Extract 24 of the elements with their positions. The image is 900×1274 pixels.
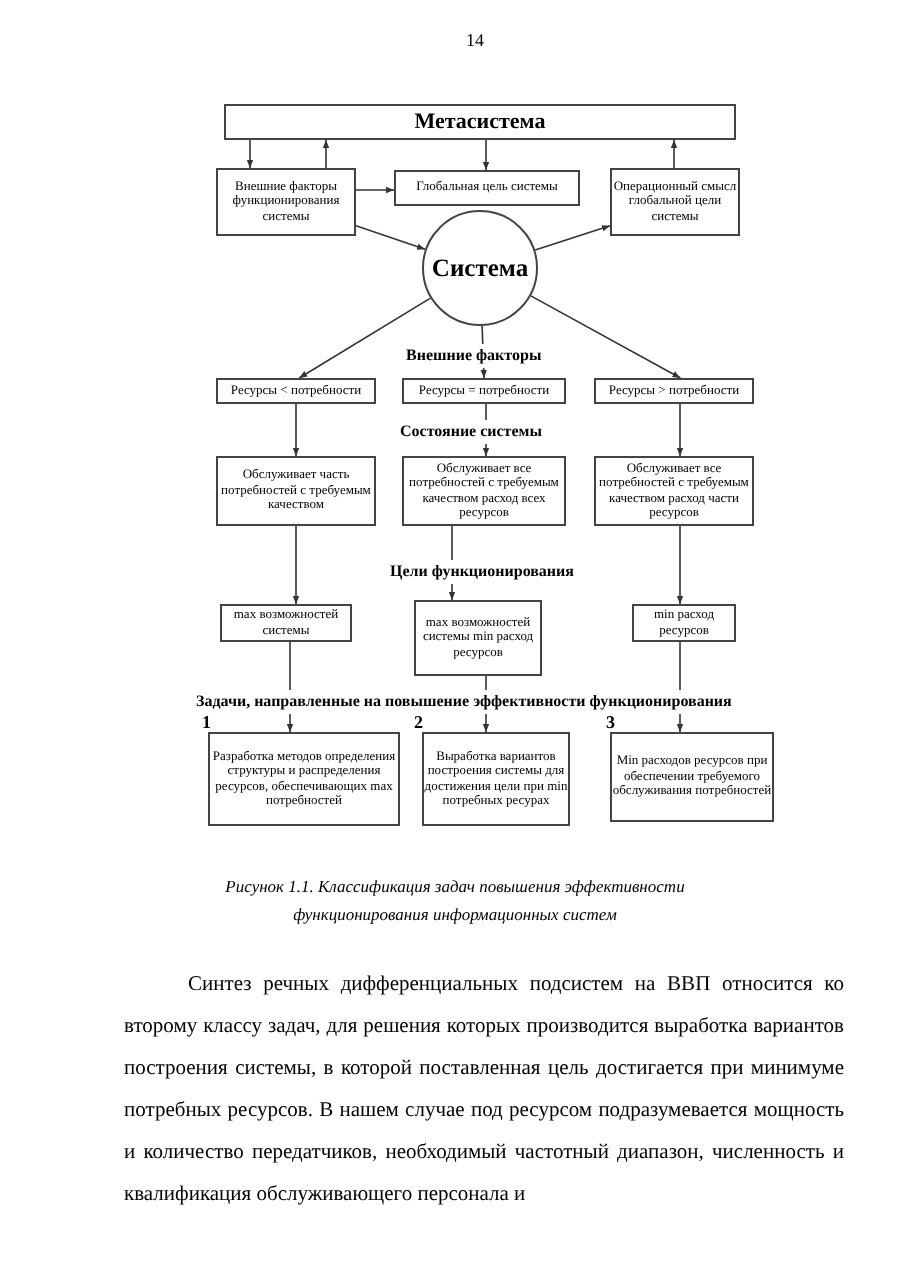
arrow <box>292 403 300 457</box>
arrow <box>246 139 254 169</box>
task-number: 3 <box>606 710 615 736</box>
task-number: 2 <box>414 710 423 736</box>
page-number: 14 <box>466 28 484 54</box>
arrow <box>355 225 426 251</box>
arrow <box>355 186 395 194</box>
section-heading: Цели функционирования <box>390 560 574 584</box>
section-heading: Состояние системы <box>400 420 542 444</box>
figure-caption: Рисунок 1.1. Классификация задач повышения эффективности функционирования информационных систем <box>223 874 687 928</box>
arrow <box>530 295 682 379</box>
text-box: Метасистема <box>224 104 736 140</box>
arrow <box>670 139 678 169</box>
arrow <box>676 403 684 457</box>
section-heading: Задачи, направленные на повышение эффективности функционирования <box>196 690 732 714</box>
body-paragraph: Синтез речных дифференциальных подсистем на ВВП относится ко второму классу задач, для решения которых производится выработка вариантов построения системы, в которой поставленная цель достигается при минимуме потребных ресурсов. В нашем случае под ресурсом подразумевается мощность и количество передатчиков, необходимый частотный диапазон, численность и квалификация обслуживающего персонала и <box>124 972 844 1210</box>
arrow <box>322 139 330 169</box>
arrow <box>292 525 300 605</box>
arrow <box>534 225 611 251</box>
arrow <box>676 525 684 605</box>
section-heading: Внешние факторы <box>406 344 542 368</box>
arrow <box>298 297 432 379</box>
task-number: 1 <box>202 710 211 736</box>
arrow <box>482 139 490 171</box>
